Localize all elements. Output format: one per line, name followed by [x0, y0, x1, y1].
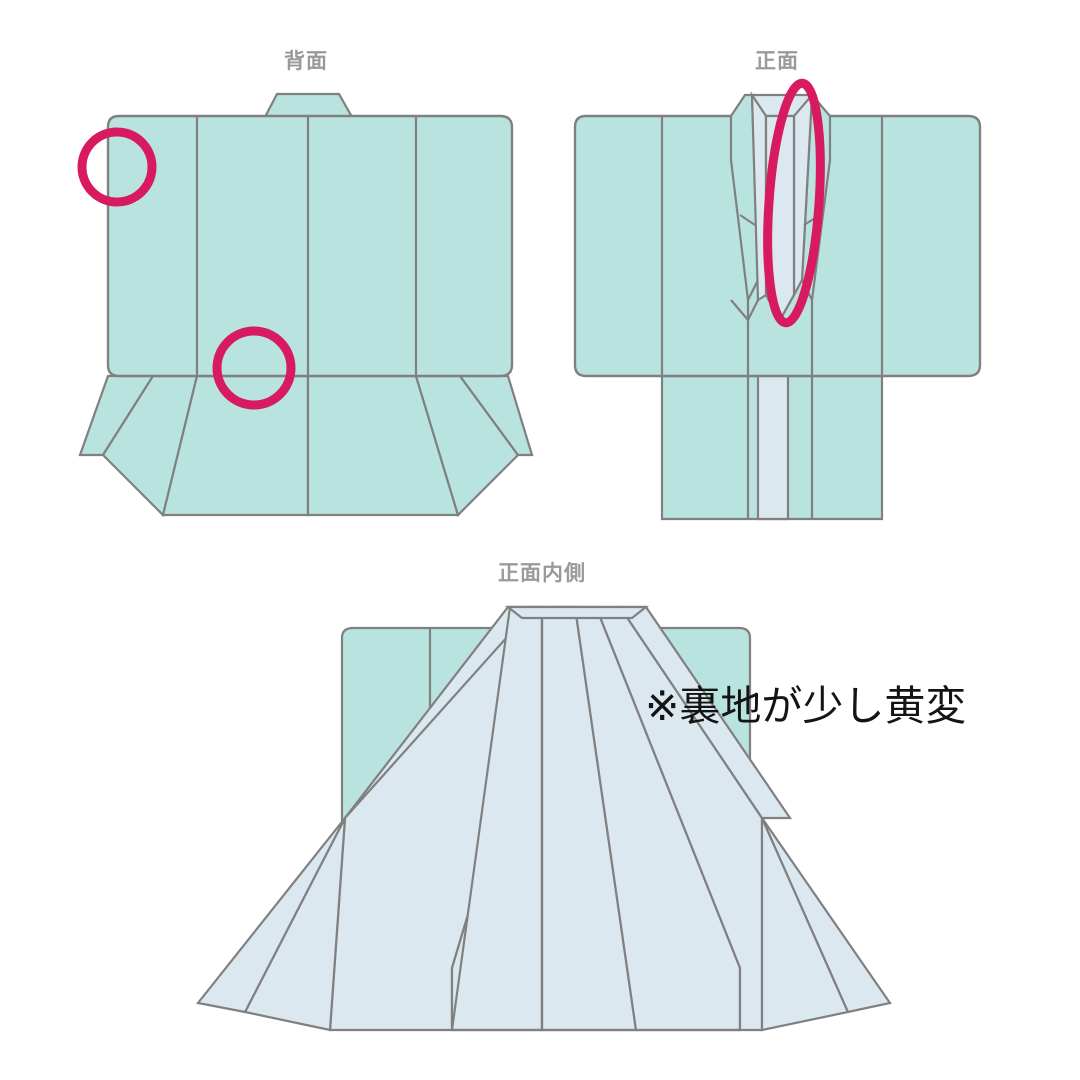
front-lower-lining-strip	[756, 374, 790, 521]
lining-condition-note: ※裏地が少し黄変	[645, 682, 967, 730]
front-collar-left-fold-tick	[739, 214, 756, 226]
inside-neck-band	[504, 605, 650, 620]
view-front-inside	[196, 605, 892, 1032]
marker-front-collar-ellipse	[763, 78, 825, 328]
back-collar-band	[263, 92, 354, 119]
view-label-front-inside: 正面内側	[498, 561, 586, 585]
view-front	[573, 78, 982, 521]
view-back	[77, 92, 534, 518]
back-body-and-sleeves	[106, 114, 514, 378]
back-skirt	[78, 374, 534, 518]
marker-back-body-circle	[212, 326, 296, 410]
inside-hem-wedge-left-far	[196, 817, 346, 1014]
view-label-back: 背面	[284, 49, 328, 73]
front-left-collar-point	[730, 299, 759, 322]
inside-hem-wedge-right-far	[760, 817, 892, 1014]
marker-back-shoulder-circle	[77, 127, 157, 207]
view-label-front: 正面	[755, 49, 799, 73]
